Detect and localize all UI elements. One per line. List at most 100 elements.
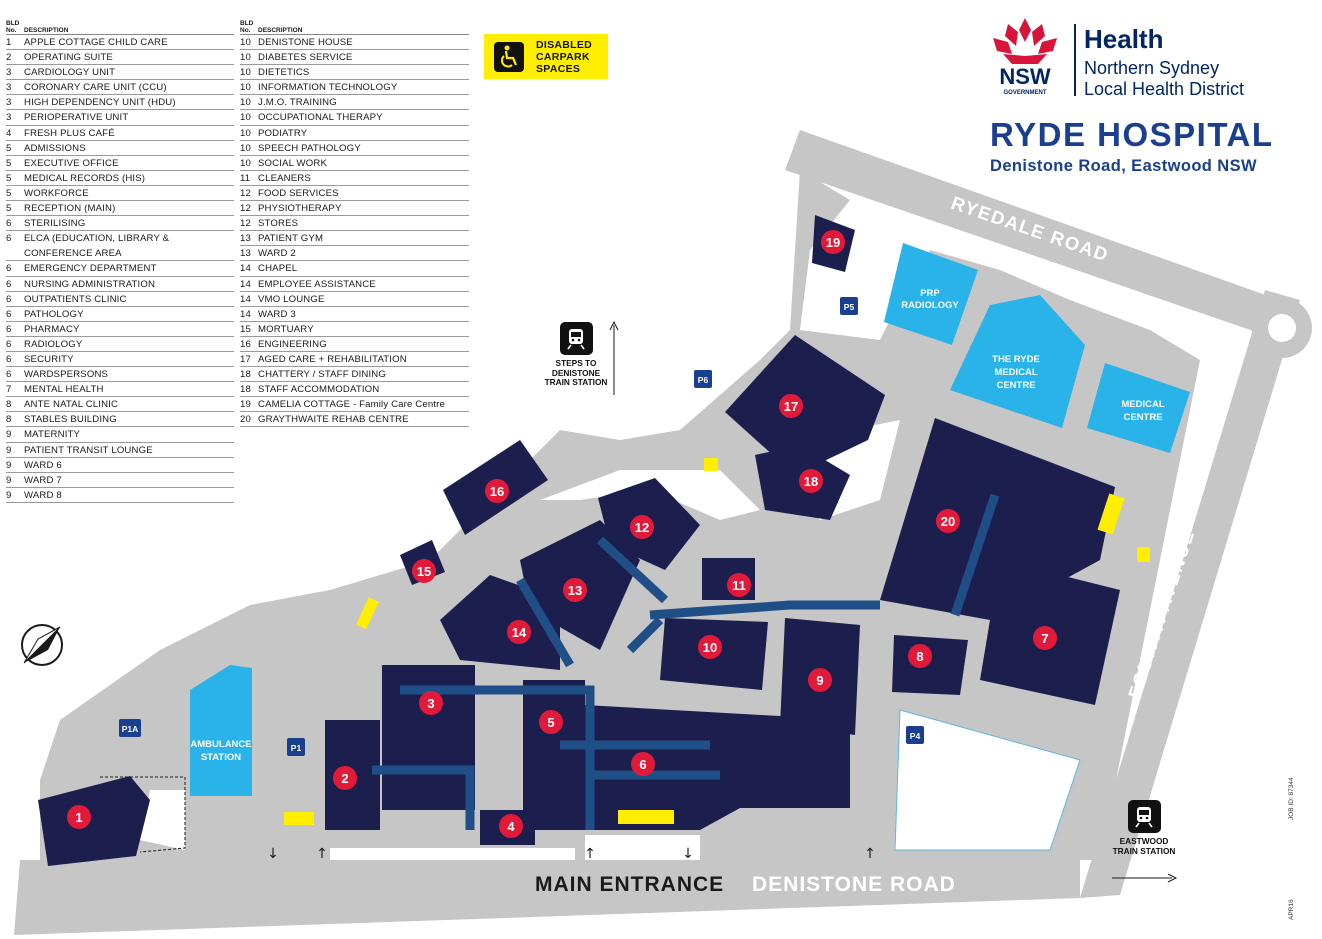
- legend-row: 13 PATIENT GYM: [240, 231, 469, 247]
- legend-building-no: 10: [240, 142, 251, 154]
- district-label-1: Northern Sydney: [1084, 58, 1220, 78]
- legend-building-no: 13: [240, 248, 251, 260]
- legend-building-no: 6: [6, 263, 12, 275]
- svg-text:CENTRE: CENTRE: [1123, 412, 1162, 423]
- legend-building-no: 3: [6, 67, 12, 79]
- svg-text:NSW: NSW: [999, 64, 1051, 89]
- legend-building-no: 6: [6, 233, 12, 245]
- job-date: APR16: [1288, 899, 1295, 920]
- legend-building-no: 9: [6, 429, 12, 441]
- parking-p1a: [119, 719, 141, 737]
- legend-building-no: 13: [240, 233, 251, 245]
- legend-row: 6 OUTPATIENTS CLINIC: [6, 292, 234, 307]
- legend-description: VMO LOUNGE: [258, 293, 325, 305]
- svg-text:RADIOLOGY: RADIOLOGY: [901, 300, 959, 311]
- building-number-label: 5: [547, 715, 554, 730]
- svg-text:↑: ↑: [864, 846, 876, 862]
- building-marker-16: [485, 479, 509, 503]
- legend-building-no: 3: [6, 82, 12, 94]
- svg-text:↓: ↓: [267, 846, 279, 862]
- legend-building-no: 14: [240, 308, 251, 320]
- svg-text:P1A: P1A: [122, 724, 139, 734]
- building-number-label: 18: [804, 474, 818, 489]
- building-8: [892, 635, 968, 695]
- svg-text:PRP: PRP: [920, 288, 940, 299]
- denistone-road-label: DENISTONE ROAD: [752, 873, 956, 896]
- train-icon: [1127, 800, 1161, 833]
- legend-building-no: 6: [6, 353, 12, 365]
- legend-building-no: 6: [6, 369, 12, 381]
- building-number-label: 19: [826, 235, 840, 250]
- legend-building-no: 6: [6, 293, 12, 305]
- legend-description: STAFF ACCOMMODATION: [258, 384, 380, 396]
- svg-text:P1: P1: [291, 743, 302, 753]
- disabled-bays: [284, 458, 1150, 825]
- legend-description: PERIOPERATIVE UNIT: [24, 112, 129, 124]
- hospital-subtitle: Denistone Road, Eastwood NSW: [990, 157, 1257, 175]
- legend-building-no: 3: [6, 97, 12, 109]
- legend-description: RECEPTION (MAIN): [24, 203, 116, 215]
- parking-markers: P1A P1 P4 P5 P6: [119, 297, 924, 756]
- legend-building-no: 5: [6, 187, 12, 199]
- building-number-label: 4: [507, 819, 515, 834]
- legend-building-no: 15: [240, 323, 251, 335]
- hospital-title: RYDE HOSPITAL: [990, 116, 1274, 153]
- legend-building-no: 11: [240, 172, 251, 184]
- legend-description: RADIOLOGY: [24, 338, 83, 350]
- building-marker-9: [808, 668, 832, 692]
- building-1: [38, 776, 150, 866]
- building-number-label: 15: [417, 564, 431, 579]
- svg-text:GOVERNMENT: GOVERNMENT: [1003, 90, 1046, 96]
- legend-description: ADMISSIONS: [24, 142, 86, 154]
- legend-description: DIABETES SERVICE: [258, 52, 353, 64]
- legend-description: WORKFORCE: [24, 187, 89, 199]
- building-number-label: 20: [941, 514, 955, 529]
- svg-text:P4: P4: [910, 731, 921, 741]
- svg-text:MEDICAL: MEDICAL: [1121, 399, 1164, 410]
- legend-building-no: 10: [240, 52, 251, 64]
- legend-building-no: 1: [6, 37, 12, 48]
- legend-description: OUTPATIENTS CLINIC: [24, 293, 127, 305]
- svg-text:MEDICAL: MEDICAL: [994, 367, 1037, 378]
- building-number-label: 2: [341, 771, 348, 786]
- legend-building-no: 8: [6, 399, 12, 411]
- disabled-carpark-legend: DISABLED CARPARK SPACES: [484, 34, 608, 79]
- building-marker-6: [631, 752, 655, 776]
- legend-description: PATHOLOGY: [24, 308, 84, 320]
- legend-description: STABLES BUILDING: [24, 414, 117, 426]
- legend-description: NURSING ADMINISTRATION: [24, 278, 156, 290]
- building-number-label: 7: [1041, 631, 1048, 646]
- legend-no-header: BLD No.: [240, 20, 254, 34]
- legend-building-no: 8: [6, 414, 12, 426]
- building-number-label: 9: [816, 673, 823, 688]
- legend-building-no: 19: [240, 399, 251, 411]
- building-marker-12: [630, 515, 654, 539]
- building-marker-7: [1033, 626, 1057, 650]
- legend-desc-header: DESCRIPTION: [258, 27, 303, 34]
- legend-description: PATIENT GYM: [258, 233, 324, 245]
- main-entrance-label: MAIN ENTRANCE: [535, 873, 724, 896]
- building-number-label: 1: [75, 810, 82, 825]
- disabled-line2: CARPARK: [536, 50, 590, 63]
- building-number-label: 3: [427, 696, 434, 711]
- building-marker-4: [499, 814, 523, 838]
- legend-header: BLD No. DESCRIPTION: [6, 14, 234, 35]
- eastwood-train-station: EASTWOOD TRAIN STATION: [1104, 800, 1184, 856]
- prp-radiology: [884, 243, 978, 345]
